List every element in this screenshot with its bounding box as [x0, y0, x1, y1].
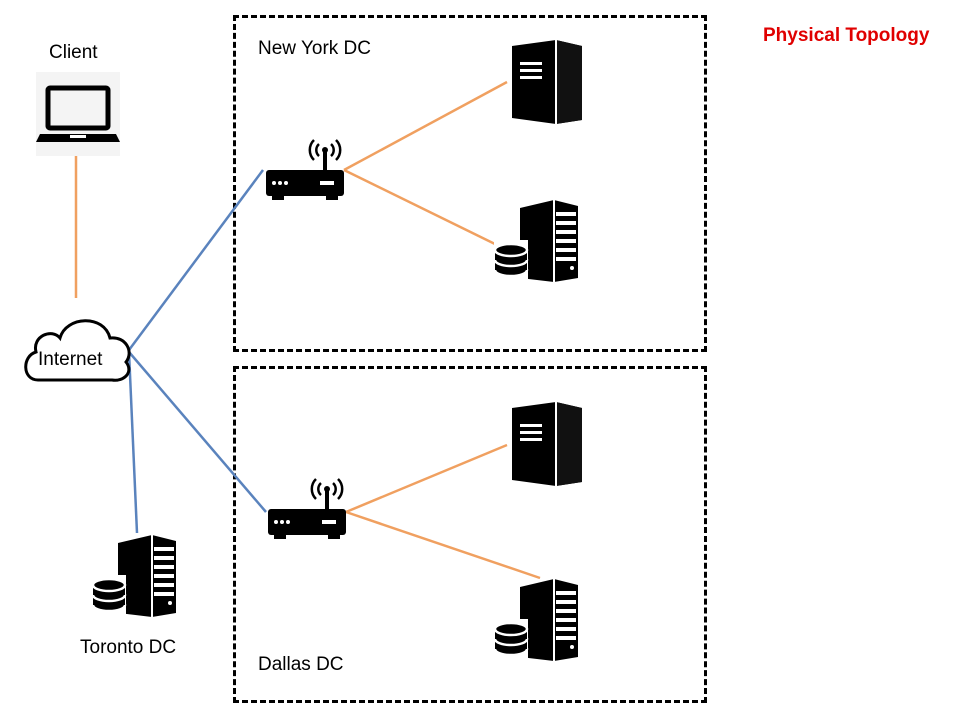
- link-ny-router-dbserver: [343, 168, 498, 247]
- server-icon: [511, 39, 583, 125]
- database-server-icon: [90, 533, 178, 619]
- link-dallas-router-server: [345, 443, 508, 514]
- client-label: Client: [49, 42, 98, 63]
- laptop-icon: [36, 72, 120, 156]
- link-ny-router-server: [343, 80, 508, 172]
- dallas-dc-label: Dallas DC: [258, 654, 344, 675]
- internet-label: Internet: [38, 349, 103, 370]
- cloud-icon: [24, 319, 131, 382]
- database-server-icon: [492, 577, 580, 663]
- link-dallas-router-dbserver: [345, 510, 541, 580]
- link-internet-dallas: [128, 351, 267, 513]
- link-internet-newyork: [127, 169, 265, 351]
- wireless-router-icon: [264, 138, 346, 202]
- server-icon: [511, 401, 583, 487]
- toronto-dc-label: Toronto DC: [80, 637, 177, 658]
- new-york-dc-label: New York DC: [258, 38, 371, 59]
- dallas-dc-box: [233, 366, 707, 703]
- new-york-dc-box: [233, 15, 707, 352]
- wireless-router-icon: [266, 477, 348, 541]
- database-server-icon: [492, 198, 580, 284]
- link-internet-toronto: [127, 351, 139, 534]
- diagram-title: Physical Topology: [763, 25, 930, 46]
